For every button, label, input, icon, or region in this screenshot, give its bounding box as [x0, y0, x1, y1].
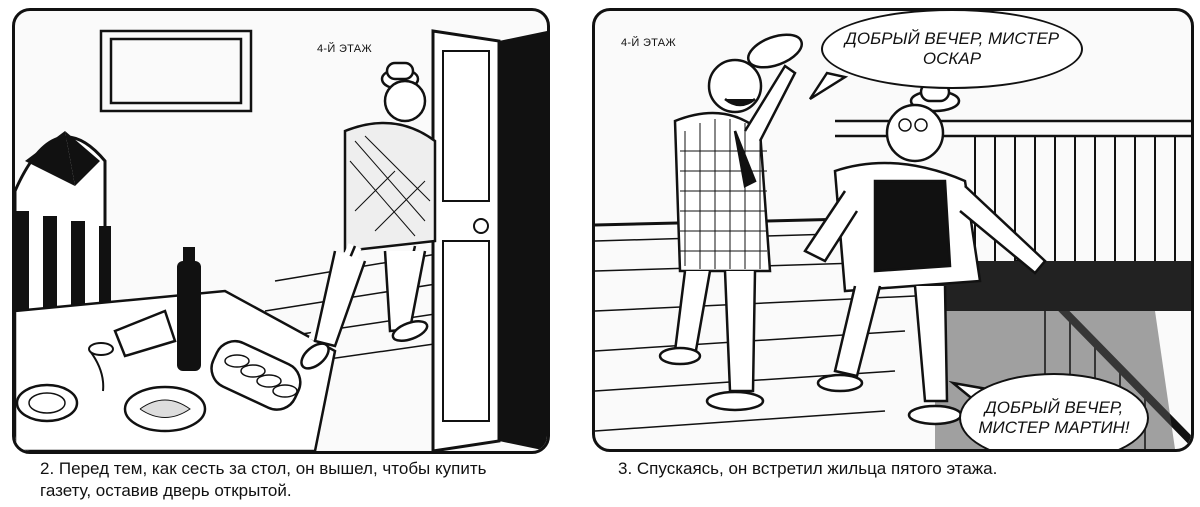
floor-label: 4-Й ЭТАЖ	[621, 37, 676, 49]
man-leaving	[300, 61, 437, 370]
back-door-frame	[99, 29, 253, 113]
floor-label: 4-Й ЭТАЖ	[317, 43, 372, 55]
open-door	[431, 29, 547, 451]
speech-bubble-bottom: ДОБРЫЙ ВЕЧЕР, МИСТЕР МАРТИН!	[959, 373, 1149, 449]
speech-bubble-top: ДОБРЫЙ ВЕЧЕР, МИСТЕР ОСКАР	[821, 11, 1083, 89]
comic-panel-3: 4-Й ЭТАЖ ДОБРЫЙ ВЕЧЕР, МИСТЕР ОСКАР ДОБР…	[592, 8, 1194, 452]
caption-panel-2: 2. Перед тем, как сесть за стол, он выше…	[40, 459, 487, 500]
dining-table	[15, 247, 337, 451]
striped-chair	[15, 131, 111, 323]
panel-2-illustration	[15, 29, 547, 451]
bubble-tail-top	[808, 71, 849, 101]
comic-panel-2: 4-Й ЭТАЖ	[12, 8, 550, 454]
caption-panel-3: 3. Спускаясь, он встретил жильца пятого …	[618, 459, 998, 478]
man-tipping-hat	[658, 33, 803, 412]
